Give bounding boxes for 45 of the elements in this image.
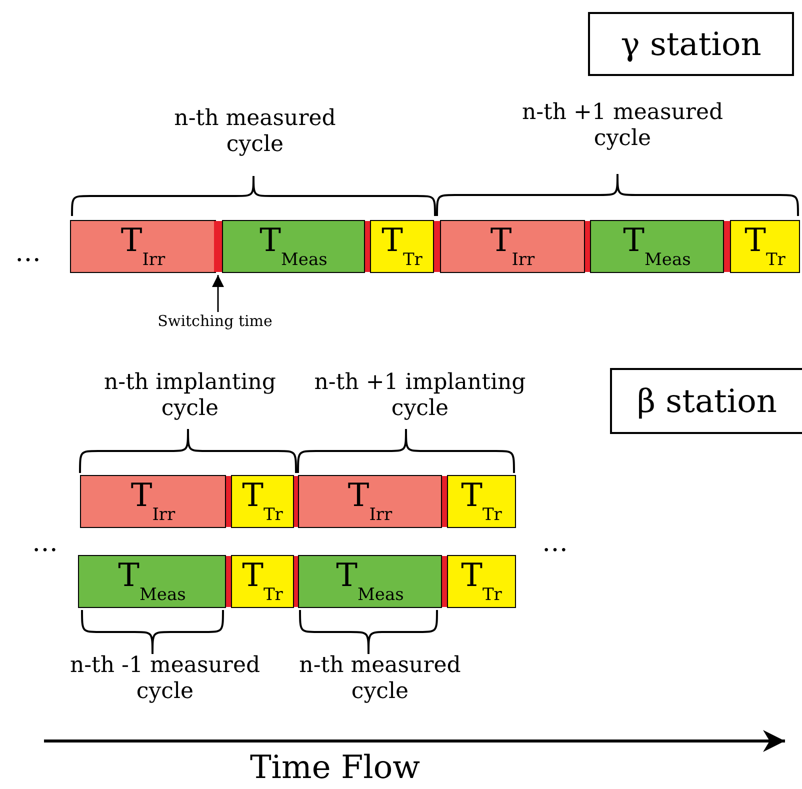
duration-label: T$_{Meas}$ — [260, 224, 328, 269]
irradiation-segment — [80, 475, 226, 528]
brace-label: n-th implanting cycle — [102, 370, 278, 423]
brace-label: n-th measured cycle — [173, 106, 337, 159]
duration-label: T$_{Meas}$ — [118, 559, 186, 604]
duration-label: T$_{Meas}$ — [623, 224, 691, 269]
ellipsis: … — [31, 528, 59, 560]
measurement-segment — [590, 220, 724, 273]
brace-label: n-th +1 implanting cycle — [313, 370, 527, 423]
leader-arrow — [212, 275, 224, 312]
measurement-segment — [222, 220, 365, 273]
switching-bar — [214, 221, 222, 272]
irradiation-segment — [440, 220, 585, 273]
brace-label: n-th +1 measured cycle — [520, 100, 724, 153]
duration-label: T$_{Tr}$ — [242, 479, 283, 524]
transfer-segment — [231, 555, 294, 608]
irradiation-segment — [70, 220, 216, 273]
brace-label: n-th measured cycle — [298, 653, 462, 706]
duration-label: T$_{Tr}$ — [242, 559, 283, 604]
transfer-segment — [370, 220, 434, 273]
annotation-text: Switching time — [135, 312, 295, 330]
transfer-segment — [447, 555, 516, 608]
duration-label: T$_{Tr}$ — [744, 224, 786, 269]
station-box — [610, 368, 802, 434]
brace-label: n-th -1 measured cycle — [68, 653, 262, 706]
irradiation-segment — [298, 475, 442, 528]
ellipsis: … — [14, 238, 42, 270]
duration-label: T$_{Tr}$ — [382, 224, 422, 269]
transfer-segment — [730, 220, 800, 273]
ellipsis: … — [541, 528, 569, 560]
duration-label: T$_{Irr}$ — [130, 479, 176, 524]
station-label: β station — [637, 382, 777, 420]
transfer-segment — [231, 475, 294, 528]
duration-label: T$_{Irr}$ — [120, 224, 166, 269]
duration-label: T$_{Irr}$ — [490, 224, 535, 269]
duration-label: T$_{Tr}$ — [461, 559, 502, 604]
station-label: γ station — [620, 25, 762, 63]
axis-label: Time Flow — [248, 748, 422, 786]
duration-label: T$_{Irr}$ — [348, 479, 392, 524]
station-box — [588, 12, 794, 76]
measurement-segment — [298, 555, 442, 608]
duration-label: T$_{Meas}$ — [336, 559, 404, 604]
duration-label: T$_{Tr}$ — [461, 479, 502, 524]
measurement-segment — [78, 555, 226, 608]
transfer-segment — [447, 475, 516, 528]
